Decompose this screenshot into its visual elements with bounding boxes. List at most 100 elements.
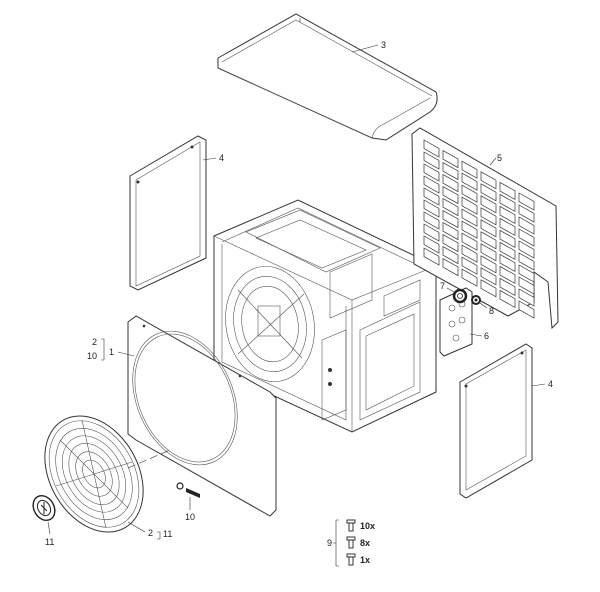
screw-kit: 9 10x 8x 1x bbox=[327, 519, 375, 567]
grille-slot bbox=[480, 255, 497, 274]
grommet-large bbox=[452, 288, 468, 304]
callout-leader-connection-plate bbox=[469, 333, 483, 337]
grille-slot bbox=[461, 268, 478, 287]
grille-slot bbox=[442, 234, 459, 253]
screw-type-3: 1x bbox=[346, 553, 370, 566]
grille-slot bbox=[423, 223, 440, 242]
callout-logo-badge: 11 bbox=[45, 537, 54, 547]
screw-icon bbox=[346, 553, 356, 566]
grille-slot bbox=[442, 150, 459, 169]
grille-slot bbox=[518, 300, 535, 319]
grille-slot bbox=[423, 235, 440, 254]
grille-slot bbox=[423, 247, 440, 266]
grille-slot bbox=[518, 204, 535, 223]
screw-type-1: 10x bbox=[346, 519, 375, 532]
connection-plate bbox=[439, 287, 473, 357]
grille-slot bbox=[442, 198, 459, 217]
callout-front-panel: 1 bbox=[109, 347, 114, 357]
screw-qty: 8x bbox=[360, 538, 370, 548]
callout-fan-guard-ref: 11 bbox=[163, 529, 172, 539]
callout-bracket-fan-guard bbox=[157, 531, 161, 540]
grille-slot bbox=[461, 196, 478, 215]
callout-grille: 5 bbox=[497, 153, 502, 163]
grille-slot bbox=[480, 207, 497, 226]
fan-guard bbox=[44, 415, 171, 533]
grille-slot bbox=[442, 186, 459, 205]
screw-icon bbox=[346, 536, 356, 549]
grille-slot bbox=[499, 241, 516, 260]
grille-slot bbox=[423, 199, 440, 218]
callout-screw-kit: 9 bbox=[327, 538, 332, 548]
callout-leader-front-panel bbox=[117, 351, 135, 357]
screw-qty: 1x bbox=[360, 555, 370, 565]
callout-connection-plate: 6 bbox=[484, 331, 489, 341]
callout-grommet-small: 8 bbox=[489, 306, 494, 316]
grille-slot bbox=[499, 277, 516, 296]
callout-front-panel-ref-bottom: 10 bbox=[87, 351, 97, 361]
rear-grille bbox=[411, 127, 559, 330]
grille-slot bbox=[442, 222, 459, 241]
grille-slot bbox=[442, 258, 459, 277]
front-panel bbox=[127, 315, 277, 517]
left-side-panel bbox=[129, 135, 207, 291]
grille-slot bbox=[442, 162, 459, 181]
grille-slot bbox=[461, 172, 478, 191]
grille-slot bbox=[461, 208, 478, 227]
grille-slot bbox=[461, 256, 478, 275]
screw-qty: 10x bbox=[360, 521, 375, 531]
callout-bracket-screw-kit bbox=[333, 519, 339, 567]
top-cover bbox=[217, 13, 438, 141]
grille-slot bbox=[480, 219, 497, 238]
grille-slot bbox=[499, 253, 516, 272]
grille-slot bbox=[480, 279, 497, 298]
label-plate bbox=[176, 482, 200, 498]
grille-slot bbox=[499, 205, 516, 224]
callout-leader-grommet-large bbox=[446, 287, 455, 293]
screw-type-2: 8x bbox=[346, 536, 370, 549]
grille-slot bbox=[442, 246, 459, 265]
grille-slot bbox=[480, 195, 497, 214]
callout-grommet-large: 7 bbox=[440, 281, 445, 291]
grille-slot bbox=[480, 267, 497, 286]
grille-slot bbox=[518, 228, 535, 247]
grille-slot bbox=[423, 187, 440, 206]
right-side-panel bbox=[459, 343, 533, 499]
grille-slot bbox=[518, 216, 535, 235]
grille-slot bbox=[499, 289, 516, 308]
grille-slot bbox=[423, 163, 440, 182]
grille-slot bbox=[499, 193, 516, 212]
grille-slot bbox=[518, 240, 535, 259]
grille-slot bbox=[461, 160, 478, 179]
callout-right-panel: 4 bbox=[548, 379, 553, 389]
grille-slot bbox=[461, 184, 478, 203]
callout-leader-right-panel bbox=[531, 383, 546, 387]
grille-slot bbox=[480, 243, 497, 262]
callout-left-panel: 4 bbox=[219, 153, 224, 163]
grille-slot bbox=[518, 288, 535, 307]
grille-slot bbox=[461, 232, 478, 251]
grille-slot bbox=[518, 252, 535, 271]
grille-slot bbox=[423, 175, 440, 194]
grommet-small bbox=[471, 295, 481, 305]
grille-slot bbox=[518, 192, 535, 211]
grille-slot bbox=[518, 264, 535, 283]
callout-leader-grille bbox=[489, 157, 497, 166]
callout-leader-grommet-small bbox=[479, 302, 488, 309]
grille-slot bbox=[499, 217, 516, 236]
unit-chassis bbox=[213, 199, 437, 433]
grille-slot bbox=[442, 210, 459, 229]
callout-leader-top-cover bbox=[351, 44, 379, 53]
callout-label-plate: 10 bbox=[185, 512, 195, 522]
grille-slot bbox=[480, 171, 497, 190]
logo-badge bbox=[32, 494, 56, 522]
callout-leader-logo-badge bbox=[47, 521, 51, 535]
callout-front-panel-ref-top: 2 bbox=[92, 337, 97, 347]
callout-bracket-front-panel bbox=[101, 338, 105, 361]
grille-slot bbox=[461, 220, 478, 239]
grille-slot bbox=[499, 229, 516, 248]
callout-leader-left-panel bbox=[202, 157, 217, 161]
callout-leader-fan-guard bbox=[127, 521, 146, 533]
grille-slot bbox=[480, 183, 497, 202]
callout-top-cover: 3 bbox=[381, 40, 386, 50]
grille-slot bbox=[499, 181, 516, 200]
